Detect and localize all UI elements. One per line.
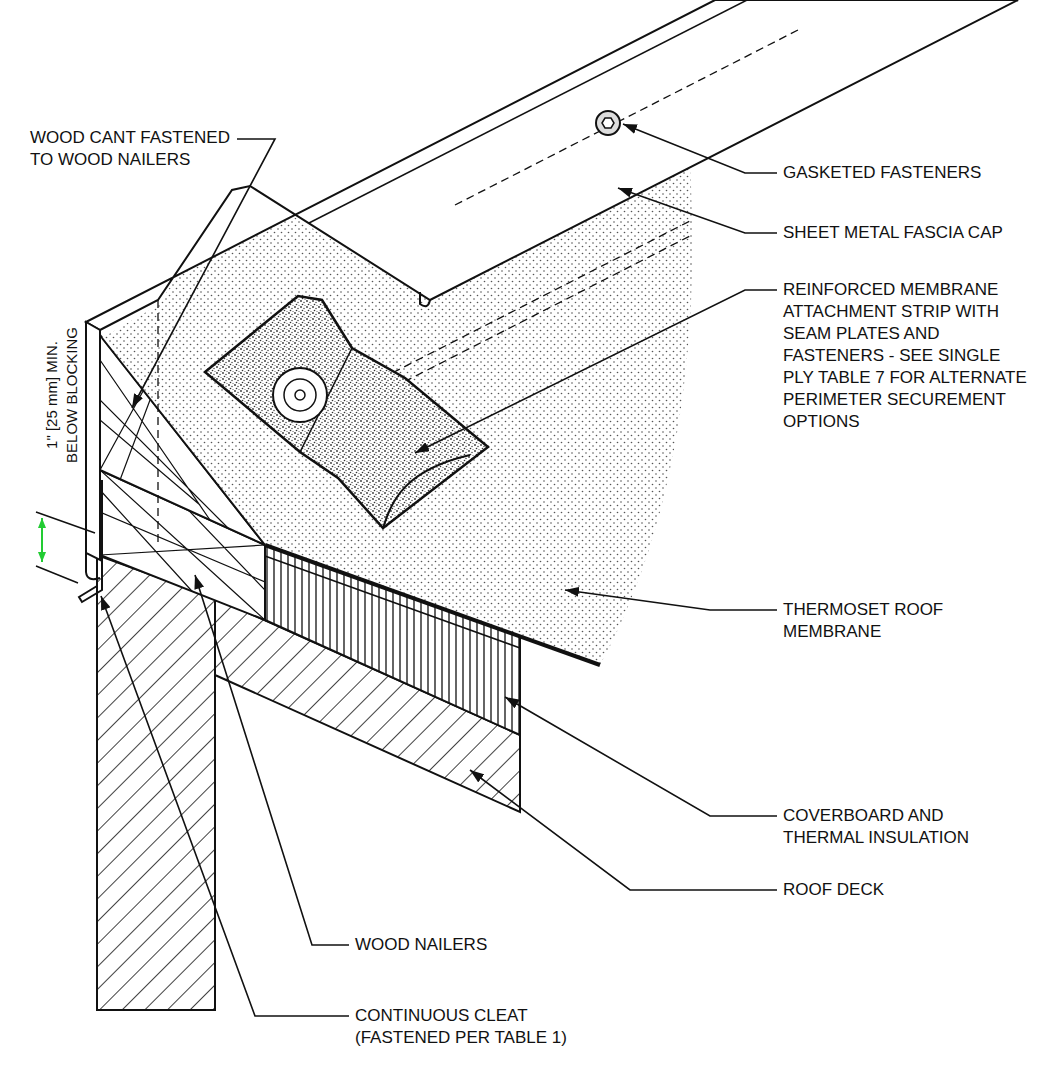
- leader-line: [195, 575, 349, 945]
- continuous-cleat: [79, 480, 102, 602]
- extension-line: [36, 512, 95, 583]
- hidden-line: [455, 29, 800, 205]
- callout-label: WOOD CANT FASTENED TO WOOD NAILERS: [30, 127, 245, 171]
- fascia-hem: [86, 553, 100, 579]
- seam-plate: [273, 368, 327, 422]
- gasketed-fastener: [596, 111, 620, 135]
- cap-hem: [420, 292, 430, 306]
- cap-bend-line: [309, 0, 747, 223]
- leader-line: [101, 596, 349, 1016]
- attachment-strip: [205, 296, 488, 528]
- callout-label: GASKETED FASTENERS: [783, 162, 1038, 184]
- leader-lines: [101, 124, 777, 1016]
- callout-label: WOOD NAILERS: [355, 934, 655, 956]
- leader-line: [470, 770, 777, 890]
- callout-label: REINFORCED MEMBRANE ATTACHMENT STRIP WIT…: [783, 279, 1028, 433]
- leader-line: [623, 124, 777, 173]
- callout-label: CONTINUOUS CLEAT (FASTENED PER TABLE 1): [355, 1005, 595, 1049]
- leader-line: [505, 697, 777, 816]
- fastener-hex: [602, 118, 614, 128]
- callout-label: THERMOSET ROOF MEMBRANE: [783, 599, 983, 643]
- dimension-label: 1" [25 mm] MIN. BELOW BLOCKING: [42, 320, 82, 470]
- callout-label: COVERBOARD AND THERMAL INSULATION: [783, 805, 993, 849]
- leader-line: [415, 290, 777, 453]
- leader-line: [132, 139, 275, 408]
- leader-line: [565, 590, 777, 610]
- membrane-edge: [265, 545, 600, 665]
- fastener-head: [295, 390, 305, 400]
- callout-label: SHEET METAL FASCIA CAP: [783, 222, 1038, 244]
- leader-line: [618, 188, 777, 233]
- seam-plate-ring: [284, 379, 316, 411]
- membrane-cut-edge: [383, 455, 470, 528]
- dimension-arrow: [41, 518, 43, 562]
- callout-label: ROOF DECK: [783, 879, 1038, 901]
- wall-section: [97, 555, 215, 1010]
- fascia-face: [86, 322, 100, 560]
